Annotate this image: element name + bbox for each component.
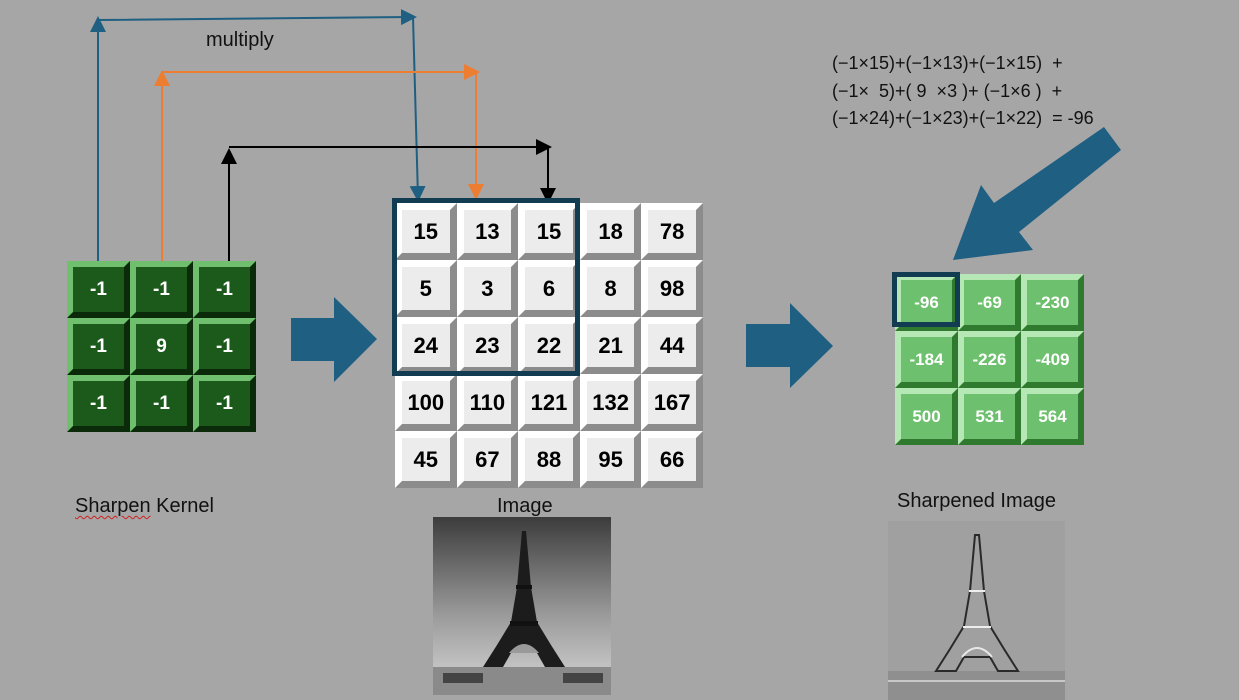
- output-cell: 564: [1021, 388, 1084, 445]
- image-cell: 44: [641, 317, 703, 374]
- output-cell-highlight: [892, 272, 960, 327]
- image-cell: 23: [456, 317, 519, 374]
- image-cell: 88: [518, 431, 580, 488]
- image-cell: 5: [395, 260, 457, 317]
- image-cell: 132: [579, 374, 642, 431]
- image-cell: 110: [456, 374, 519, 431]
- image-cell: 3: [456, 260, 519, 317]
- kernel-cell: -1: [193, 261, 256, 318]
- image-cell: 98: [641, 260, 703, 317]
- output-caption: Sharpened Image: [897, 490, 1057, 512]
- output-cell: -96: [895, 274, 958, 331]
- kernel-cell: -1: [130, 261, 193, 318]
- black-connector-arrow: [221, 139, 556, 261]
- equation-line-2: (−1× 5)+( 9 ×3 )+ (−1×6 ) +: [832, 81, 1063, 101]
- image-cell: 18: [579, 203, 642, 260]
- kernel-cell: -1: [193, 318, 256, 375]
- orange-connector-arrow: [154, 64, 484, 261]
- kernel-cell: -1: [193, 375, 256, 432]
- image-cell: 100: [395, 374, 457, 431]
- eiffel-tower-drawing: [433, 531, 611, 695]
- image-cell: 45: [395, 431, 457, 488]
- output-cell: 531: [958, 388, 1021, 445]
- image-cell: 167: [641, 374, 703, 431]
- sharpened-output-grid: -96 -69 -230 -184 -226 -409 500 531 564: [895, 274, 1084, 445]
- eiffel-tower-photo: [433, 517, 611, 695]
- output-cell: -409: [1021, 331, 1084, 388]
- output-cell: 500: [895, 388, 958, 445]
- output-cell: -230: [1021, 274, 1084, 331]
- image-cell: 21: [579, 317, 642, 374]
- image-cell: 8: [579, 260, 642, 317]
- kernel-cell: 9: [130, 318, 193, 375]
- right-block-arrow-icon: [746, 303, 833, 388]
- image-cell: 67: [456, 431, 519, 488]
- image-cell: 121: [518, 374, 580, 431]
- image-cell: 15: [395, 203, 457, 260]
- kernel-caption-word-1: Sharpen: [75, 495, 151, 517]
- sharpen-kernel-grid: -1 -1 -1 -1 9 -1 -1 -1 -1: [67, 261, 256, 432]
- blue-connector-arrow: [90, 9, 426, 261]
- sharpened-eiffel-tower-photo: [888, 521, 1065, 700]
- kernel-cell: -1: [67, 375, 130, 432]
- kernel-cell: -1: [67, 261, 130, 318]
- multiply-label: multiply: [206, 29, 274, 51]
- kernel-window-highlight: [392, 198, 580, 376]
- image-cell: 24: [395, 317, 457, 374]
- kernel-cell: -1: [67, 318, 130, 375]
- image-caption: Image: [497, 495, 553, 517]
- image-cell: 66: [641, 431, 703, 488]
- image-cell: 78: [641, 203, 703, 260]
- image-cell: 13: [456, 203, 519, 260]
- down-left-block-arrow-icon: [953, 127, 1121, 260]
- kernel-caption: Sharpen Kernel: [75, 495, 214, 518]
- output-cell: -69: [958, 274, 1021, 331]
- image-cell: 95: [579, 431, 642, 488]
- equation-line-1: (−1×15)+(−1×13)+(−1×15) +: [832, 53, 1063, 73]
- kernel-cell: -1: [130, 375, 193, 432]
- right-block-arrow-icon: [291, 297, 377, 382]
- output-cell: -226: [958, 331, 1021, 388]
- output-cell: -184: [895, 331, 958, 388]
- image-matrix-grid: 15 13 15 18 78 5 3 6 8 98 24 23 22 21 44…: [395, 203, 703, 488]
- kernel-caption-word-2: Kernel: [150, 495, 214, 517]
- sharpened-eiffel-tower-drawing: [888, 534, 1065, 700]
- equation-line-3: (−1×24)+(−1×23)+(−1×22) = -96: [832, 108, 1094, 128]
